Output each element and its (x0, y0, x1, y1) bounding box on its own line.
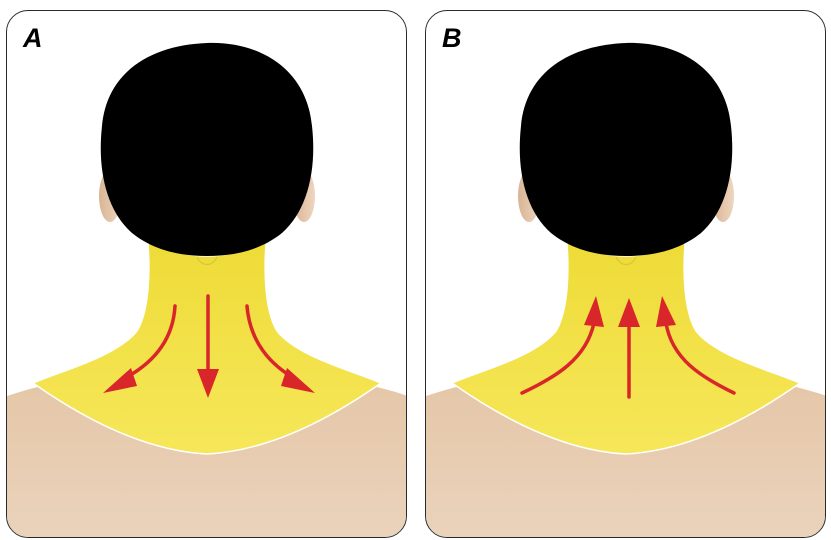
neck-figure (7, 11, 407, 538)
panel-label-b: B (442, 25, 462, 52)
hair (101, 43, 314, 256)
neck-figure (426, 11, 826, 538)
panel-b: B (425, 10, 826, 538)
panel-label-a: A (23, 25, 43, 52)
hair (520, 43, 733, 256)
panel-a: A (6, 10, 407, 538)
